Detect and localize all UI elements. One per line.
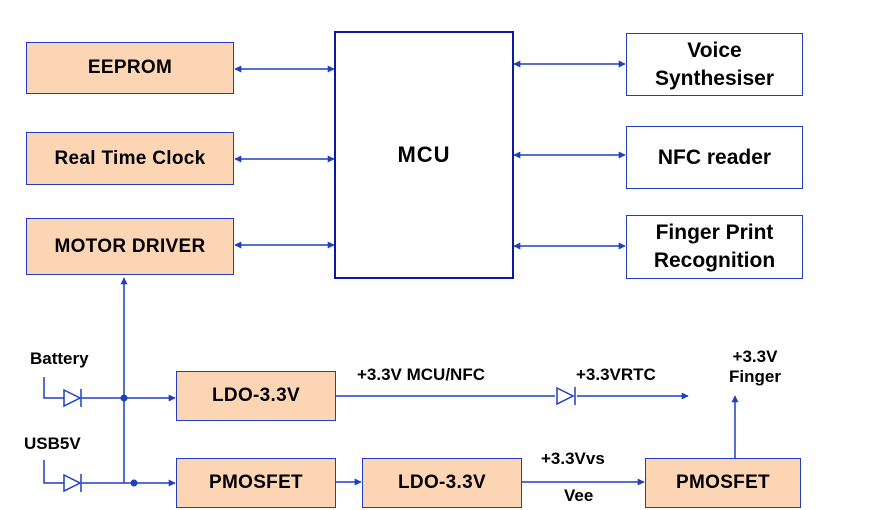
motor-driver-label: MOTOR DRIVER [54, 235, 206, 257]
mcu-nfc-rail-label: +3.3V MCU/NFC [357, 365, 485, 384]
usb-junction-dot [130, 479, 138, 487]
pmosfet-left-label: PMOSFET [209, 472, 303, 493]
rtc-block: Real Time Clock [26, 132, 234, 185]
vrtc-rail-label: +3.3VRTC [576, 365, 656, 384]
eeprom-label: EEPROM [87, 57, 173, 78]
finger-rail-label: +3.3V Finger [710, 347, 800, 387]
battery-label: Battery [30, 349, 89, 368]
mcu-label: MCU [397, 142, 451, 167]
usb-diode-icon [63, 473, 82, 493]
pmosfet-right-block: PMOSFET [645, 458, 801, 508]
nfc-reader-block: NFC reader [626, 126, 803, 189]
rtc-diode-icon [556, 386, 575, 406]
motor-driver-block: MOTOR DRIVER [26, 218, 234, 275]
eeprom-block: EEPROM [26, 42, 234, 94]
finger-rail-line1: +3.3V [732, 347, 778, 366]
vvs-rail-label: +3.3Vvs [541, 449, 605, 468]
battery-junction-dot [120, 394, 128, 402]
voice-label-line1: Voice [687, 38, 742, 62]
mcu-block: MCU [334, 31, 514, 279]
finger-label-line2: Recognition [653, 249, 776, 272]
usb5v-label: USB5V [24, 434, 81, 453]
usb-lead [43, 460, 64, 484]
rtc-label: Real Time Clock [54, 147, 206, 169]
ldo-upper-block: LDO-3.3V [176, 371, 336, 421]
nfc-reader-label: NFC reader [657, 145, 772, 169]
pmosfet-left-block: PMOSFET [176, 458, 336, 508]
finger-label-line1: Finger Print [655, 221, 774, 244]
pmosfet-right-label: PMOSFET [676, 472, 770, 493]
voice-synthesiser-block: Voice Synthesiser [626, 33, 803, 96]
battery-diode-icon [63, 388, 82, 408]
finger-rail-line2: Finger [729, 367, 781, 386]
finger-print-block: Finger Print Recognition [626, 215, 803, 279]
vee-label: Vee [564, 486, 594, 505]
ldo-lower-label: LDO-3.3V [398, 472, 486, 493]
battery-lead [43, 377, 64, 399]
voice-label-line2: Synthesiser [654, 66, 775, 90]
ldo-lower-block: LDO-3.3V [362, 458, 522, 508]
ldo-upper-label: LDO-3.3V [212, 385, 300, 406]
